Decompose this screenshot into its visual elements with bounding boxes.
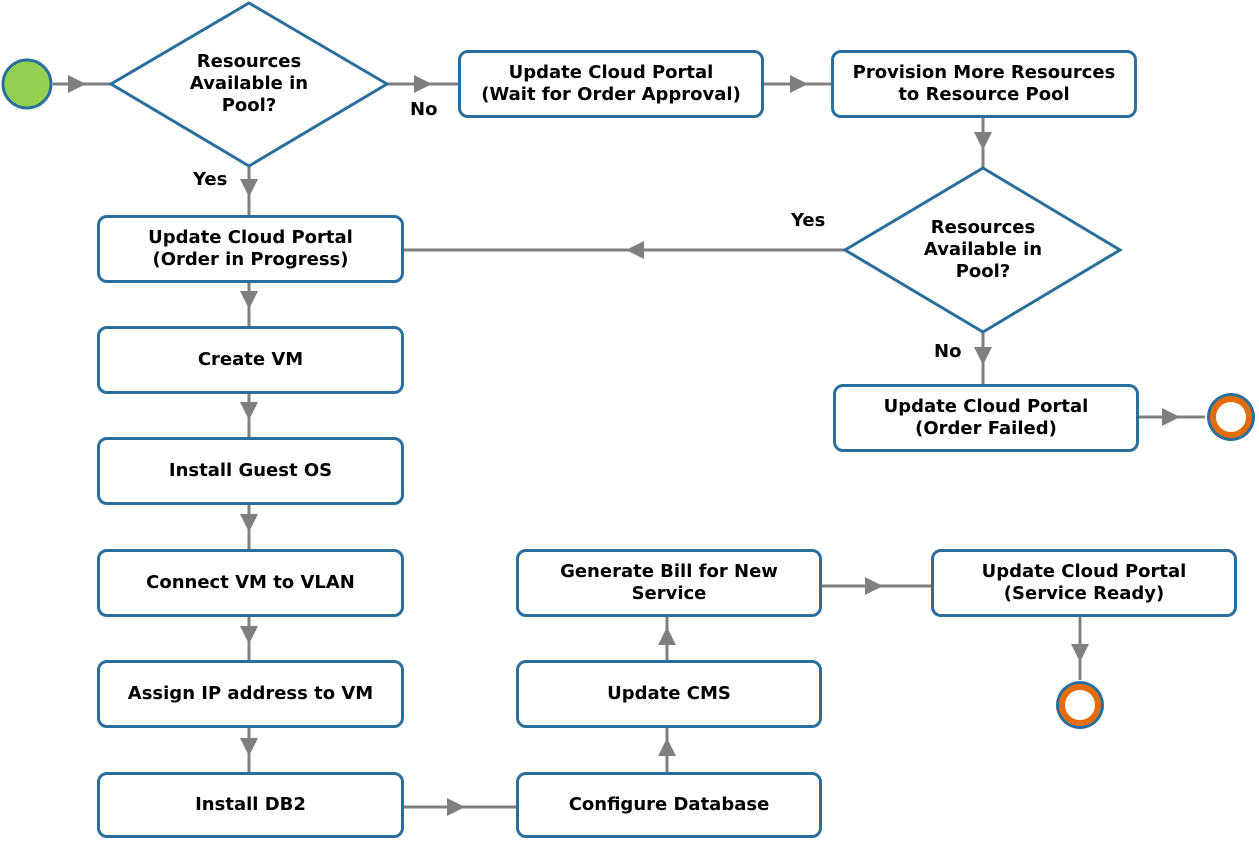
edge-label-decision2-yes: Yes	[791, 210, 826, 231]
update-service-ready-label: Update Cloud Portal (Service Ready)	[981, 561, 1187, 604]
update-order-failed-box: Update Cloud Portal (Order Failed)	[833, 384, 1139, 452]
edge-label-decision1-yes: Yes	[193, 169, 228, 190]
install-guest-os-label: Install Guest OS	[168, 460, 333, 481]
update-cms-label: Update CMS	[607, 683, 731, 704]
end-node-ready	[1059, 684, 1101, 726]
create-vm-label: Create VM	[197, 349, 304, 370]
end-node-failed	[1210, 396, 1252, 438]
install-db2-box: Install DB2	[97, 772, 404, 838]
update-service-ready-box: Update Cloud Portal (Service Ready)	[931, 549, 1237, 617]
assign-ip-box: Assign IP address to VM	[97, 660, 404, 728]
edge-label-decision1-no: No	[410, 99, 438, 120]
update-wait-approval-box: Update Cloud Portal (Wait for Order Appr…	[458, 50, 764, 118]
provision-resources-box: Provision More Resources to Resource Poo…	[831, 50, 1137, 118]
edge-label-decision2-no: No	[934, 341, 962, 362]
configure-db-label: Configure Database	[568, 794, 770, 815]
install-db2-label: Install DB2	[195, 794, 306, 815]
create-vm-box: Create VM	[97, 326, 404, 394]
provision-resources-label: Provision More Resources to Resource Poo…	[852, 62, 1116, 105]
assign-ip-label: Assign IP address to VM	[127, 683, 374, 704]
update-order-failed-label: Update Cloud Portal (Order Failed)	[883, 396, 1089, 439]
update-wait-approval-label: Update Cloud Portal (Wait for Order Appr…	[481, 62, 741, 105]
update-cms-box: Update CMS	[516, 660, 822, 728]
configure-db-box: Configure Database	[516, 772, 822, 838]
connect-vlan-label: Connect VM to VLAN	[146, 572, 355, 593]
generate-bill-box: Generate Bill for New Service	[516, 549, 822, 617]
decision-1-label: Resources Available in Pool?	[189, 51, 309, 116]
update-in-progress-box: Update Cloud Portal (Order in Progress)	[97, 215, 404, 283]
decision-2-diamond	[842, 166, 1123, 334]
connect-vlan-box: Connect VM to VLAN	[97, 549, 404, 617]
install-guest-os-box: Install Guest OS	[97, 437, 404, 505]
start-node	[1, 58, 53, 110]
generate-bill-label: Generate Bill for New Service	[560, 561, 778, 604]
decision-2-label: Resources Available in Pool?	[923, 217, 1043, 282]
decision-1-diamond	[108, 1, 390, 168]
update-in-progress-label: Update Cloud Portal (Order in Progress)	[148, 227, 353, 270]
